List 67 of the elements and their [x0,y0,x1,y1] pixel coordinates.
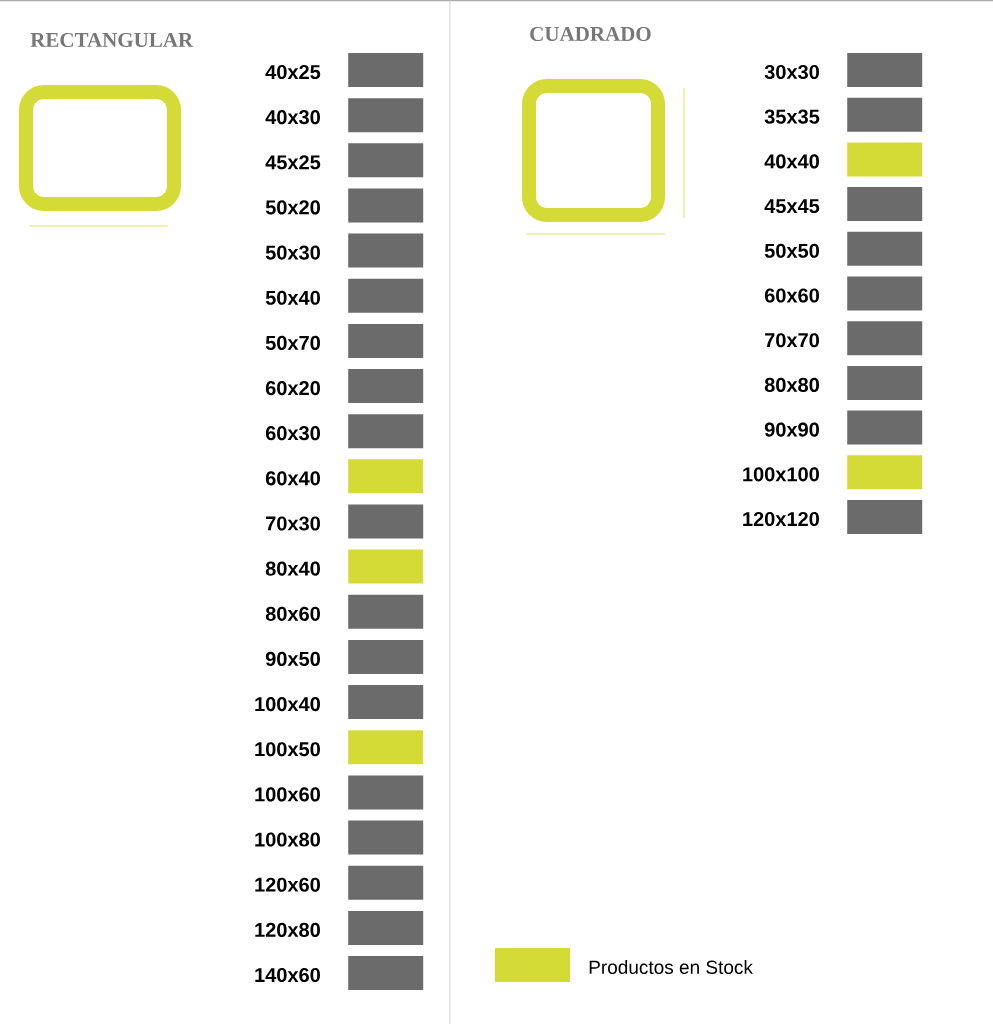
size-label: 50x20 [265,200,320,215]
size-label: 100x50 [255,742,320,757]
size-label: 100x40 [255,697,320,712]
size-swatch [265,323,424,358]
size-label: 80x60 [265,606,320,621]
size-swatch [255,865,424,900]
size-label: 50x50 [764,243,819,258]
size-label: 90x90 [764,422,819,437]
size-label: 60x20 [265,381,320,396]
size-swatch [265,639,424,674]
size-swatch [764,365,923,400]
size-swatch [255,956,424,990]
size-swatch [265,98,424,133]
size-swatch [764,410,923,445]
size-swatch [265,143,424,178]
size-label: 120x60 [255,877,320,892]
size-label: 140x60 [255,967,320,983]
legend-label: Productos en Stock [589,960,753,974]
size-label: 40x30 [265,110,320,125]
size-swatch [764,231,923,266]
size-swatch [765,321,923,356]
size-swatch [764,276,923,311]
size-label: 60x40 [265,471,320,486]
size-label: 100x60 [255,787,320,802]
size-swatch [764,53,923,87]
size-swatch [255,910,424,945]
size-swatch [764,97,923,132]
size-label: 50x30 [265,245,320,260]
size-label: 70x70 [765,333,819,348]
size-label: 120x120 [743,511,819,527]
size-label: 30x30 [764,64,819,80]
size-swatch [265,188,424,223]
size-label: 50x40 [265,290,320,305]
size-swatch [255,820,424,855]
size-label: 60x60 [764,288,819,303]
size-label: 35x35 [764,109,820,124]
size-label: 60x30 [265,426,320,441]
size-label: 80x80 [764,377,819,392]
size-swatch [265,233,424,268]
size-swatch [743,500,923,534]
size-label: 80x40 [265,561,320,576]
size-swatch [265,369,424,404]
size-swatch [764,142,923,177]
section-heading: RECTANGULAR [30,32,194,48]
size-label: 120x80 [255,922,320,937]
size-swatch [266,504,424,539]
size-swatch [265,278,424,313]
size-label: 45x45 [764,199,820,214]
size-swatch [255,685,424,720]
size-label: 100x100 [743,467,819,482]
size-swatch [743,455,923,490]
size-swatch [265,549,424,584]
size-swatch [265,459,424,494]
size-label: 40x40 [764,154,819,169]
section-heading: CUADRADO [530,26,651,42]
size-label: 100x80 [255,832,320,847]
size-label: 70x30 [266,516,320,531]
size-swatch [255,775,424,810]
size-label: 50x70 [265,335,320,350]
size-label: 40x25 [265,64,321,80]
size-swatch [265,414,424,449]
size-swatch [764,187,923,222]
size-label: 45x25 [265,155,321,170]
size-label: 90x50 [265,651,320,666]
size-swatch [265,594,424,629]
size-swatch [265,53,424,87]
size-swatch [255,730,424,765]
